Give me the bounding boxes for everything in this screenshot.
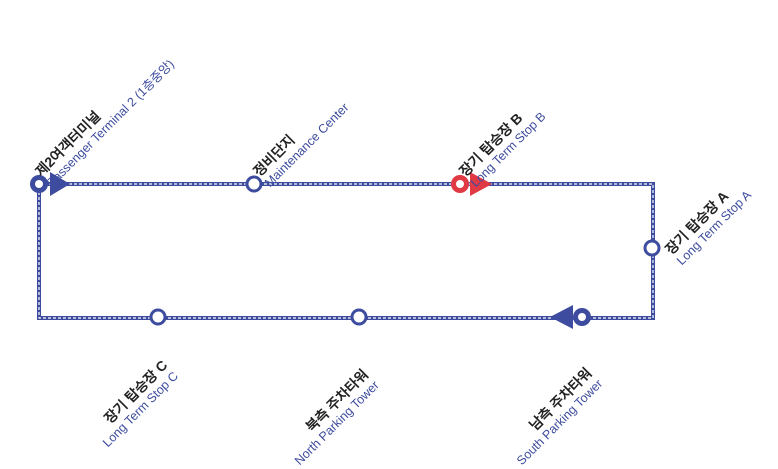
- stop-marker-ltb[interactable]: [451, 172, 492, 196]
- route-line: [37, 182, 655, 320]
- stop-marker-north[interactable]: [350, 308, 368, 326]
- stop-marker-south[interactable]: [550, 305, 591, 329]
- stop-marker-ltc[interactable]: [149, 308, 167, 326]
- route-map: [30, 172, 661, 329]
- stop-marker-lta[interactable]: [643, 239, 661, 257]
- stop-marker-maint[interactable]: [245, 175, 263, 193]
- stop-marker-t2[interactable]: [30, 172, 70, 196]
